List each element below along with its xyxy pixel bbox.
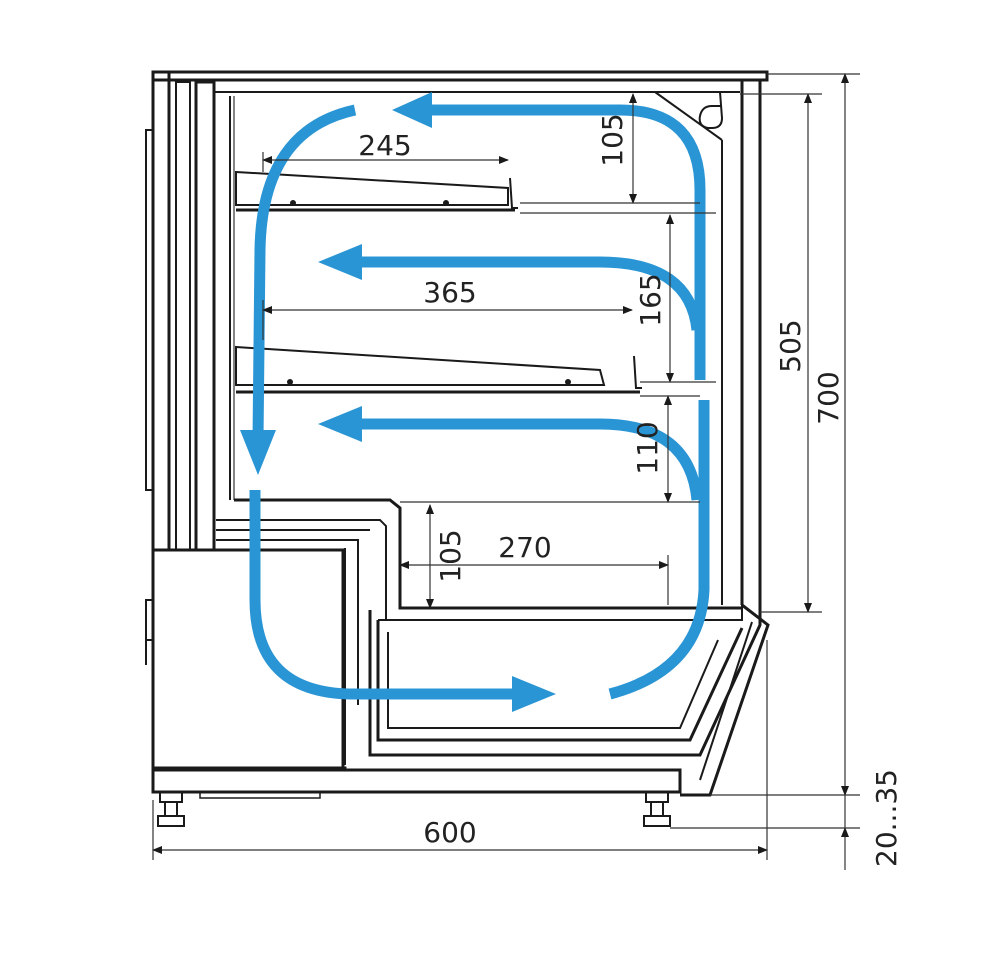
dim-label-700: 700 xyxy=(812,371,845,424)
cabinet-body xyxy=(145,70,770,827)
dim-label-245: 245 xyxy=(358,129,411,162)
dimension-lines xyxy=(152,73,860,870)
dim-label-105-bottom: 105 xyxy=(434,529,467,582)
dim-label-365: 365 xyxy=(423,276,476,309)
dim-label-270: 270 xyxy=(498,531,551,564)
dim-label-505: 505 xyxy=(774,319,807,372)
dim-label-165: 165 xyxy=(634,273,667,326)
dim-label-110: 110 xyxy=(631,421,664,474)
dim-label-feet: 20...35 xyxy=(870,769,903,867)
dim-label-600: 600 xyxy=(423,816,476,849)
dim-label-105-top: 105 xyxy=(596,113,629,166)
